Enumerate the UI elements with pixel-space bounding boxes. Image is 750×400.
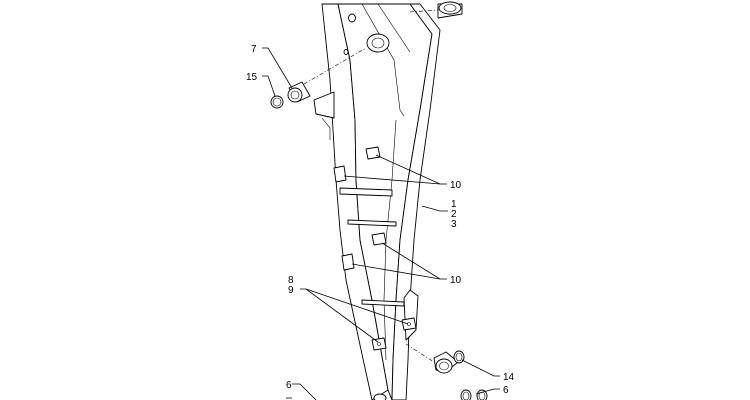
left-seal-ring <box>270 95 284 109</box>
callout-14: 14 <box>503 372 515 383</box>
callout-6-right: 6 <box>503 385 509 396</box>
left-bushing <box>287 81 311 103</box>
callout-9: 9 <box>288 285 294 296</box>
left-axis-line <box>303 47 367 85</box>
wear-pads <box>333 146 387 271</box>
callout-1: 1 <box>451 199 457 210</box>
lower-axis-line <box>405 343 435 363</box>
callout-7: 7 <box>251 44 257 55</box>
top-bushing <box>437 1 463 19</box>
callout-10-lower: 10 <box>450 275 462 286</box>
callout-6-left: 6 <box>286 380 292 391</box>
callout-8: 8 <box>288 275 294 286</box>
lower-bushing <box>433 350 465 374</box>
callout-labels: 7 15 10 1 2 3 10 8 9 14 6 6 <box>246 44 515 396</box>
callout-2: 2 <box>451 209 457 220</box>
callout-15: 15 <box>246 72 258 83</box>
leader-lines <box>262 47 500 400</box>
lower-seal-rings <box>460 389 488 400</box>
shims <box>371 317 417 351</box>
callout-10-upper: 10 <box>450 180 462 191</box>
callout-3: 3 <box>451 219 457 230</box>
